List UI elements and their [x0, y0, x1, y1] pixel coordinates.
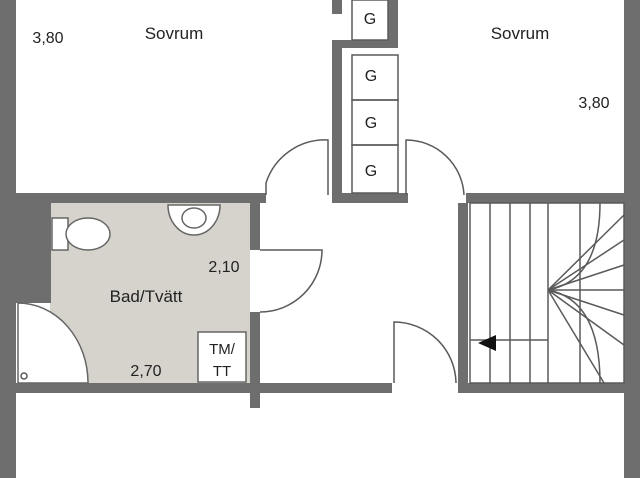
- stair-wall-left: [458, 203, 468, 393]
- room-label-bathroom: Bad/Tvätt: [110, 287, 183, 306]
- door-bathroom: [259, 249, 323, 313]
- room-label-bedroom-right: Sovrum: [491, 24, 550, 43]
- closet-wall-top-left: [332, 0, 342, 14]
- wall-under-right-bedroom: [466, 193, 624, 203]
- door-bottom: [393, 321, 457, 384]
- stair-direction-arrow: [478, 335, 496, 351]
- wall-bottom-left: [16, 383, 392, 393]
- room-label-bedroom-left: Sovrum: [145, 24, 204, 43]
- closet-box-4: [351, 144, 399, 194]
- wall-under-left-bedroom: [16, 193, 266, 203]
- closet-box-1: [351, 0, 389, 41]
- dimension-bathroom-width: 2,70: [130, 363, 161, 380]
- wall-under-closets: [332, 193, 408, 203]
- dimension-bedroom-left: 3,80: [32, 30, 63, 47]
- sink: [167, 204, 221, 236]
- washer-dryer-label-line2: TT: [213, 363, 231, 380]
- shower: [17, 302, 89, 384]
- washer-dryer-label-line1: TM/: [209, 341, 236, 358]
- dimension-bathroom-height: 2,10: [208, 259, 239, 276]
- closet-label-2: G: [365, 68, 377, 85]
- closet-label-1: G: [364, 11, 376, 28]
- bathroom-wall-right-lower: [250, 312, 260, 408]
- washer-dryer-box: [197, 331, 247, 383]
- toilet: [51, 217, 111, 251]
- staircase: [469, 202, 625, 384]
- closet-label-4: G: [365, 163, 377, 180]
- outer-wall-right: [624, 0, 640, 478]
- dimension-bedroom-right: 3,80: [578, 95, 609, 112]
- closet-wall-left: [332, 40, 342, 195]
- bathroom-side-wall: [15, 203, 51, 303]
- door-left-bedroom: [265, 139, 329, 195]
- closet-wall-top-right: [388, 0, 398, 45]
- bathroom-wall-right: [250, 203, 260, 250]
- closet-label-3: G: [365, 115, 377, 132]
- door-right-bedroom: [405, 139, 465, 196]
- wall-bottom-right: [458, 383, 624, 393]
- outer-wall-left: [0, 0, 16, 478]
- closet-wall-top: [342, 40, 398, 48]
